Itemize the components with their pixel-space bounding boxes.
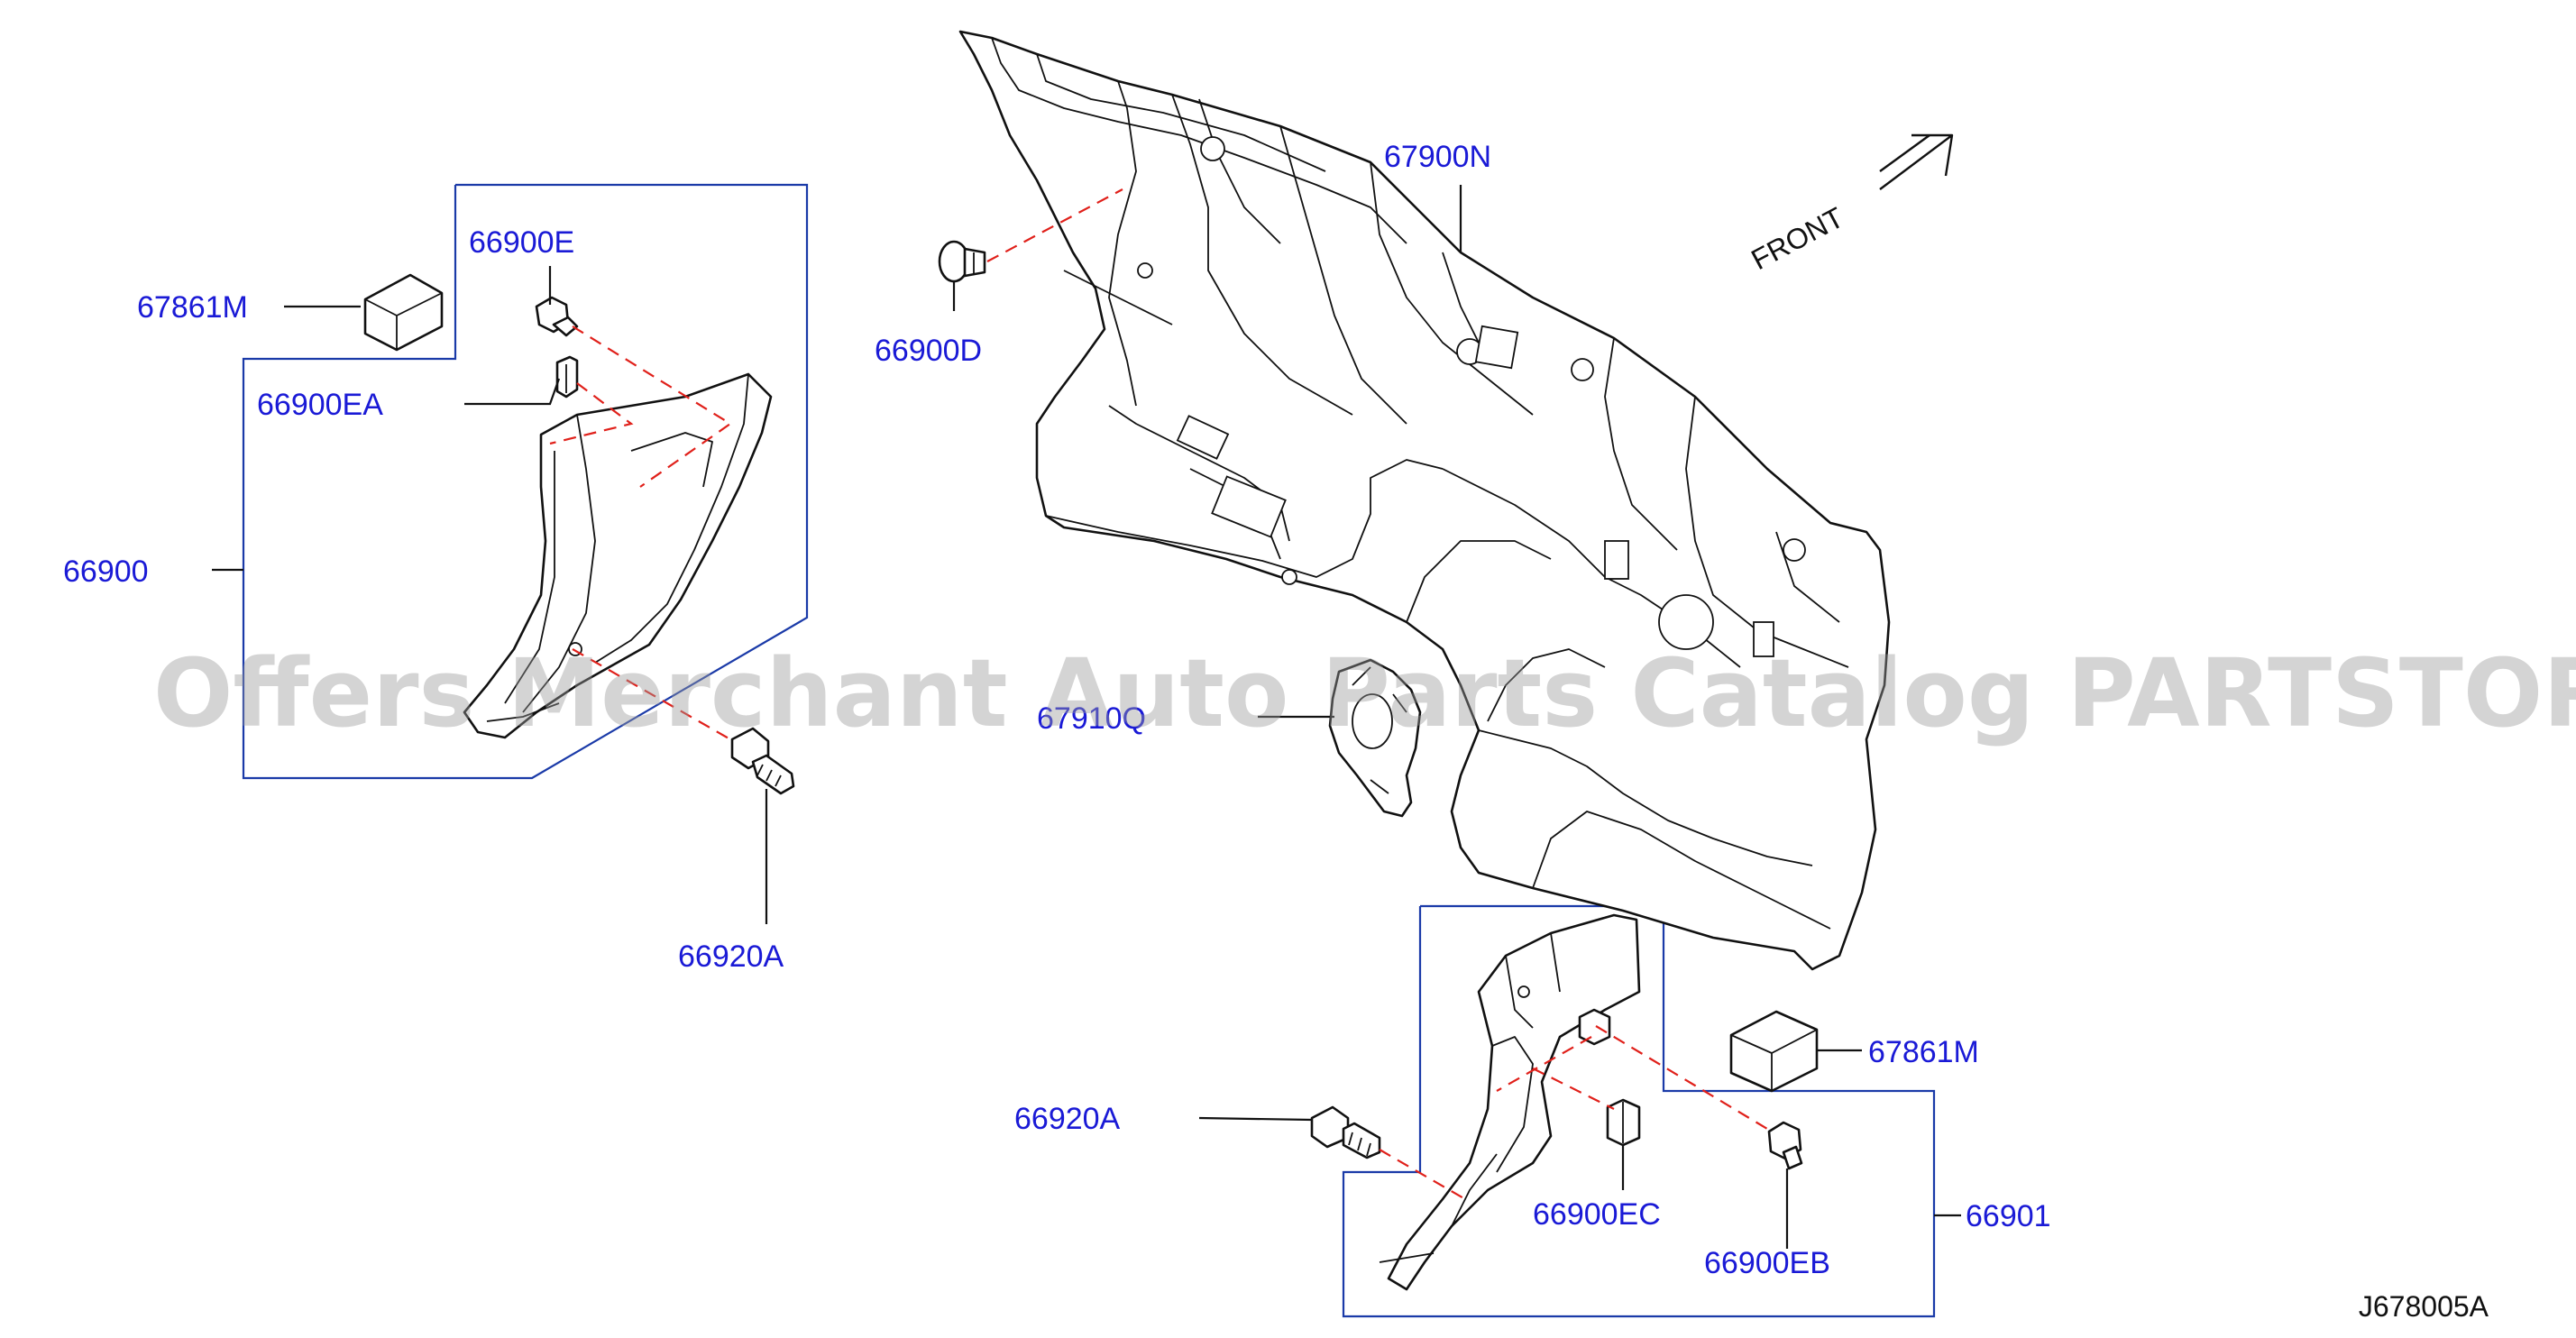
clip-66900eb-illustration[interactable] [1767,1121,1803,1170]
label-66900d[interactable]: 66900D [875,334,982,368]
watermark: Offers Merchant Auto Parts Catalog PARTS… [153,638,2576,748]
label-66920a-left[interactable]: 66920A [678,939,784,974]
assembly-lines [549,188,1773,1200]
label-66920a-right[interactable]: 66920A [1014,1102,1121,1136]
clip-66900ea-illustration[interactable] [555,355,579,399]
side-trim-left-illustration[interactable] [463,372,773,739]
label-66900eb[interactable]: 66900EB [1704,1246,1830,1280]
clip-66900ec-illustration[interactable] [1606,1098,1641,1147]
side-trim-right-illustration[interactable] [1379,913,1641,1291]
left-group-box [242,183,809,780]
label-67861m-left[interactable]: 67861M [137,290,248,325]
label-67910q[interactable]: 67910Q [1037,701,1146,736]
bolt-left-illustration[interactable] [730,727,795,795]
label-66901[interactable]: 66901 [1966,1199,2051,1233]
front-arrow-icon [1879,133,1954,190]
label-66900e[interactable]: 66900E [469,225,574,260]
right-group-box [1342,904,1936,1318]
clip-66900d-illustration[interactable] [938,240,986,283]
label-66900ea[interactable]: 66900EA [257,388,383,422]
diagram-reference-code: J678005A [2359,1290,2489,1323]
leader-lines [212,185,1961,1249]
label-66900[interactable]: 66900 [63,554,149,589]
small-clip-right-illustration[interactable] [1578,1008,1611,1046]
dash-panel-illustration[interactable] [958,30,1891,971]
label-66900ec[interactable]: 66900EC [1533,1197,1661,1232]
front-direction-label: FRONT [1746,201,1848,277]
label-67861m-right[interactable]: 67861M [1868,1035,1979,1069]
grommet-illustration[interactable] [1328,658,1422,818]
bolt-right-illustration[interactable] [1310,1105,1381,1159]
insulator-left-illustration[interactable] [363,273,444,352]
insulator-right-illustration[interactable] [1729,1010,1819,1093]
clip-66900e-illustration[interactable] [535,296,579,337]
label-67900n[interactable]: 67900N [1384,140,1491,174]
